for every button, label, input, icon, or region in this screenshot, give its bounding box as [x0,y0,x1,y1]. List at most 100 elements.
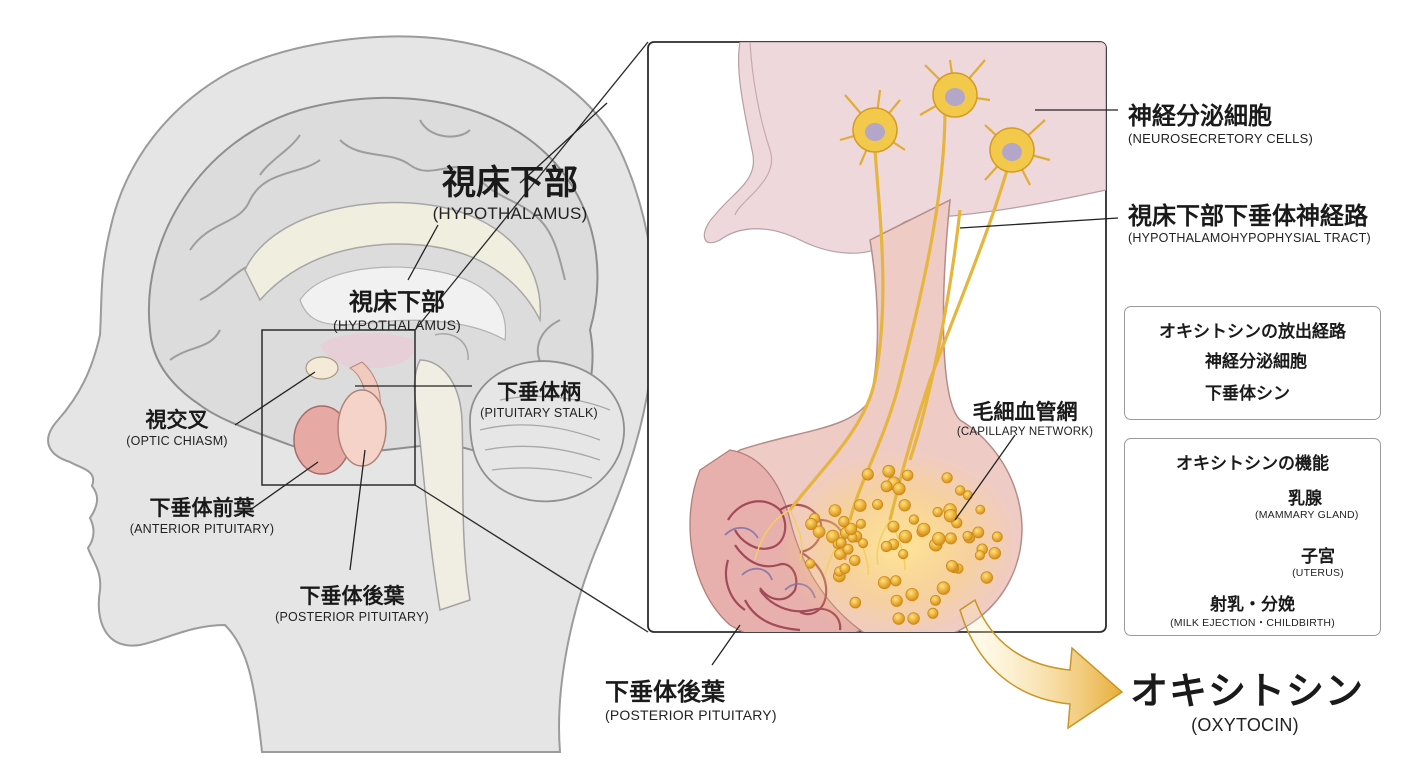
label-mammary-gland: 乳腺 (MAMMARY GLAND) [1255,484,1359,521]
oxytocin-granule [853,499,867,512]
oxytocin-granule [805,558,816,569]
oxytocin-granule [892,612,905,625]
label-oxytocin-jp: オキシトシン [1130,669,1365,713]
label-uterus-en: (UTERUS) [1292,567,1344,579]
label-posterior-pituitary-bottom: 下垂体後葉 (POSTERIOR PITUITARY) [605,672,825,723]
oxytocin-granule [962,530,973,542]
label-uterus-jp: 子宮 [1301,547,1335,567]
label-uterus: 子宮 (UTERUS) [1282,542,1354,579]
legend-title: オキシトシンの放出経路 [1159,322,1346,342]
label-oxytocin-en: (OXYTOCIN) [1191,715,1299,735]
oxytocin-granule [835,537,847,549]
oxytocin-granule [872,498,884,510]
oxytocin-granule [844,522,858,536]
oxytocin-granule [882,464,896,478]
label-optic-chiasm: 視交叉 (OPTIC CHIASM) [112,404,242,448]
leader-lines-left [234,102,608,571]
oxytocin-granule [887,520,900,533]
label-posterior-pituitary-left: 下垂体後葉 (POSTERIOR PITUITARY) [262,580,442,624]
label-mammary-gland-en: (MAMMARY GLAND) [1255,509,1359,521]
label-pituitary-stalk-en: (PITUITARY STALK) [480,406,598,420]
label-result-jp: 射乳・分娩 [1210,595,1295,615]
oxytocin-granule [858,538,869,549]
label-capillary-network-jp: 毛細血管網 [972,400,1078,424]
label-posterior-pituitary-left-jp: 下垂体後葉 [299,584,405,608]
label-hypothalamohypophysial-tract-en: (HYPOTHALAMOHYPOPHYSIAL TRACT) [1128,231,1371,245]
label-neurosecretory-cells-en: (NEUROSECRETORY CELLS) [1128,131,1314,146]
label-capillary-network-en: (CAPILLARY NETWORK) [956,426,1094,438]
label-hypothalamus-large-en: (HYPOTHALAMUS) [432,204,588,223]
label-hypothalamohypophysial-tract-jp: 視床下部下垂体神経路 [1128,202,1368,230]
label-hypothalamus-small-jp: 視床下部 [349,288,445,316]
oxytocin-granule [842,543,854,555]
oxytocin-granule [946,560,959,573]
oxytocin-granule [907,612,920,625]
label-optic-chiasm-jp: 視交叉 [145,408,209,432]
brain [147,96,625,611]
oxytocin-granule [812,525,826,539]
oxytocin-granule [972,526,985,539]
oxytocin-granule [974,550,986,561]
oxytocin-granule [898,529,913,544]
oxytocin-granule [975,504,986,515]
oxytocin-granule [917,522,931,536]
label-hypothalamus-large-jp: 視床下部 [442,163,578,203]
oxytocin-granule [828,504,842,518]
oxytocin-granule [908,514,920,525]
oxytocin-granule [936,581,951,595]
label-neurosecretory-cells-jp: 神経分泌細胞 [1128,102,1272,130]
oxytocin-granule [931,531,946,546]
zoom-connector-bottom [414,484,649,633]
oxytocin-granules [805,464,1003,625]
label-hypothalamus-small-en: (HYPOTHALAMUS) [332,317,462,333]
oxytocin-granule [834,548,846,560]
oxytocin-granule [805,517,818,531]
oxytocin-granule [932,506,943,518]
label-result: 射乳・分娩 (MILK EJECTION・CHILDBIRTH) [1150,590,1355,630]
legend-item-granule: 下垂体シン [1205,384,1290,404]
label-anterior-pituitary-en: (ANTERIOR PITUITARY) [129,522,275,536]
label-anterior-pituitary: 下垂体前葉 (ANTERIOR PITUITARY) [112,492,292,536]
oxytocin-arrow [959,598,1124,730]
oxytocin-granule [861,468,874,481]
zoom-content [689,42,1106,632]
oxytocin-granule [838,515,850,528]
oxytocin-granule [980,571,994,584]
legend-panel: オキシトシンの放出経路 神経分泌細胞 下垂体シン [1124,306,1381,420]
oxytocin-granule [839,563,851,574]
label-optic-chiasm-en: (OPTIC CHIASM) [126,434,228,448]
function-title: オキシトシンの機能 [1176,454,1329,474]
oxytocin-granule [855,518,867,530]
label-hypothalamus-large: 視床下部 (HYPOTHALAMUS) [420,155,600,224]
oxytocin-granule [991,531,1003,543]
oxytocin-granule [849,554,861,567]
function-panel: オキシトシンの機能 [1124,438,1381,636]
oxytocin-granule [927,607,939,619]
oxytocin-granule [943,509,958,523]
oxytocin-granule [898,499,911,512]
oxytocin-granule [880,480,893,493]
oxytocin-granule [944,532,957,545]
label-posterior-pituitary-bottom-en: (POSTERIOR PITUITARY) [605,707,777,723]
label-pituitary-stalk: 下垂体柄 (PITUITARY STALK) [464,376,614,420]
oxytocin-granule [890,594,903,607]
label-neurosecretory-cells: 神経分泌細胞 (NEUROSECRETORY CELLS) [1128,96,1378,146]
label-hypothalamohypophysial-tract: 視床下部下垂体神経路 (HYPOTHALAMOHYPOPHYSIAL TRACT… [1128,196,1398,245]
label-mammary-gland-jp: 乳腺 [1288,489,1322,509]
oxytocin-granule [955,485,966,496]
oxytocin-granule [930,595,941,606]
oxytocin-granule [988,547,1002,560]
label-posterior-pituitary-bottom-jp: 下垂体後葉 [605,678,725,706]
oxytocin-granule [880,540,893,553]
label-result-en: (MILK EJECTION・CHILDBIRTH) [1170,617,1335,629]
label-pituitary-stalk-jp: 下垂体柄 [497,380,581,404]
leader-lines-right [711,109,1119,666]
oxytocin-granule [877,576,891,590]
label-anterior-pituitary-jp: 下垂体前葉 [149,496,255,520]
label-oxytocin: オキシトシン (OXYTOCIN) [1130,660,1365,736]
oxytocin-granule [905,587,919,602]
oxytocin-granule [849,596,862,609]
oxytocin-granule [902,469,914,482]
